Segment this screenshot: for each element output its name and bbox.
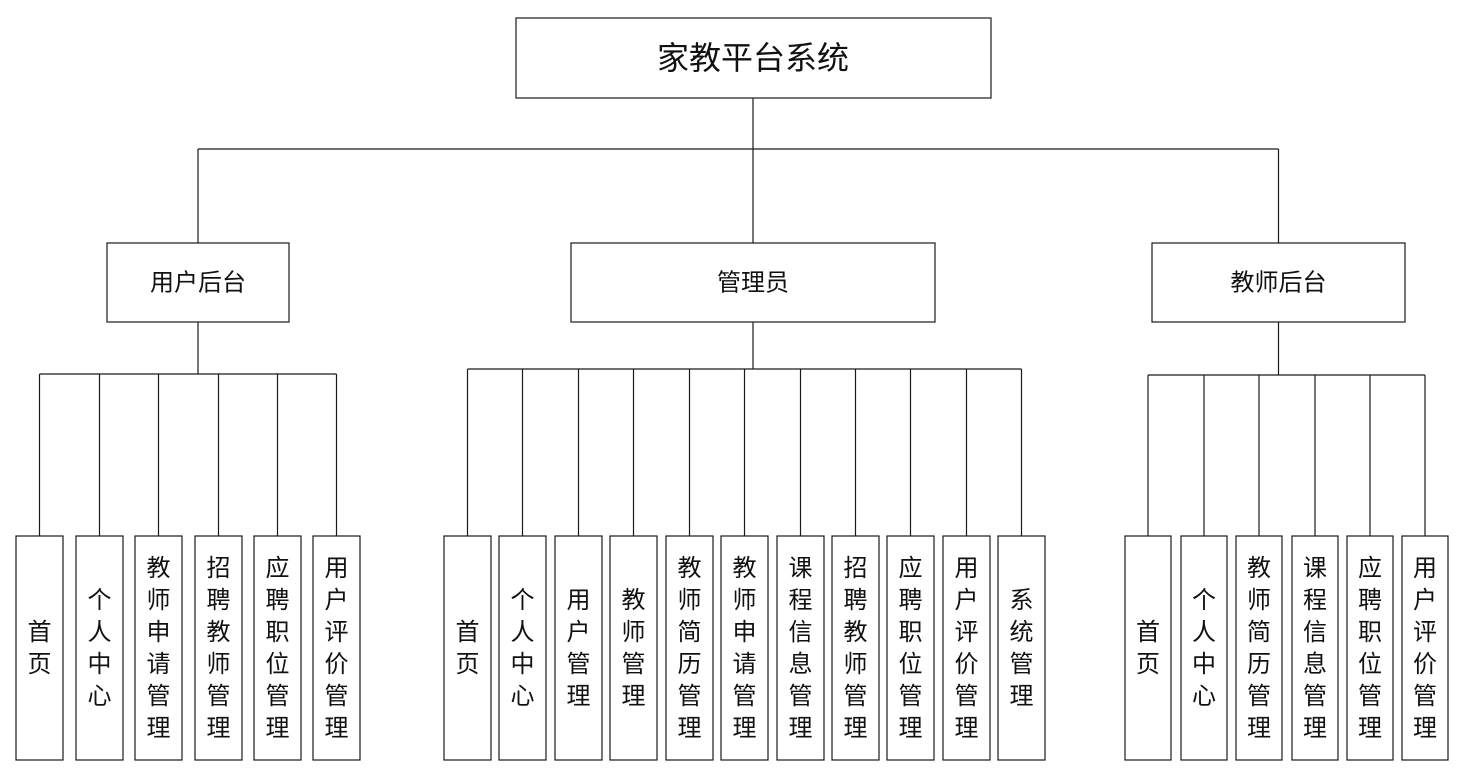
leaf-node-box	[997, 535, 1046, 761]
group-node: 用户后台	[106, 242, 290, 323]
leaf-node-label: 应聘职位管理	[899, 554, 923, 742]
root-node: 家教平台系统	[515, 17, 992, 99]
leaf-node-box	[831, 535, 880, 761]
leaf-node: 课程信息管理	[776, 535, 825, 761]
leaf-node-box	[194, 535, 243, 761]
group-node: 教师后台	[1151, 242, 1406, 323]
leaf-node: 个人中心	[75, 535, 124, 761]
leaf-node-box	[942, 535, 991, 761]
root-node-box	[515, 17, 992, 99]
leaf-node-label: 用户管理	[567, 586, 591, 710]
group-node-label: 教师后台	[1231, 269, 1327, 297]
leaf-node-label: 应聘职位管理	[266, 554, 290, 742]
leaf-node-label: 教师简历管理	[1247, 554, 1271, 742]
leaf-node-label: 应聘职位管理	[1358, 554, 1382, 742]
leaf-node: 系统管理	[997, 535, 1046, 761]
leaf-node-box	[554, 535, 603, 761]
group-node-box	[1151, 242, 1406, 323]
leaf-node: 首页	[443, 535, 492, 761]
leaf-node-box	[443, 535, 492, 761]
leaf-node-box	[1401, 535, 1449, 761]
leaf-node-label: 用户评价管理	[325, 554, 349, 742]
connector-lines	[38, 98, 1426, 536]
leaf-node: 首页	[1124, 535, 1172, 761]
leaf-node: 个人中心	[498, 535, 547, 761]
leaf-node-label: 招聘教师管理	[844, 554, 868, 742]
leaf-node-label: 用户评价管理	[1413, 554, 1437, 742]
leaf-node-label: 系统管理	[1010, 586, 1034, 710]
leaf-node-box	[1124, 535, 1172, 761]
leaf-node-box	[75, 535, 124, 761]
leaf-node: 招聘教师管理	[194, 535, 243, 761]
leaf-node-box	[1235, 535, 1283, 761]
leaf-node: 首页	[15, 535, 64, 761]
group-node-box	[106, 242, 290, 323]
leaf-node-label: 课程信息管理	[789, 554, 813, 742]
leaf-node-label: 个人中心	[1192, 586, 1216, 710]
leaf-nodes: 首页 个人中心 教师申请管理 招聘教师管理 应聘职位管理 用户评价管理 首页 个人中心 用户管理…	[15, 535, 1449, 761]
leaf-node: 应聘职位管理	[253, 535, 302, 761]
leaf-node-label: 招聘教师管理	[207, 554, 231, 742]
group-node-label: 管理员	[717, 269, 789, 297]
leaf-node-box	[886, 535, 935, 761]
leaf-node-label: 首页	[456, 618, 480, 678]
root-node-label: 家教平台系统	[657, 39, 849, 77]
leaf-node-box	[1346, 535, 1394, 761]
leaf-node: 教师简历管理	[1235, 535, 1283, 761]
leaf-node-box	[134, 535, 183, 761]
leaf-node: 个人中心	[1180, 535, 1228, 761]
leaf-node: 招聘教师管理	[831, 535, 880, 761]
leaf-node-box	[312, 535, 361, 761]
leaf-node: 应聘职位管理	[886, 535, 935, 761]
leaf-node: 课程信息管理	[1291, 535, 1339, 761]
leaf-node: 用户评价管理	[312, 535, 361, 761]
leaf-node: 用户评价管理	[942, 535, 991, 761]
leaf-node-box	[498, 535, 547, 761]
leaf-node: 教师管理	[609, 535, 658, 761]
leaf-node: 教师简历管理	[665, 535, 714, 761]
group-node: 管理员	[570, 242, 936, 323]
leaf-node: 应聘职位管理	[1346, 535, 1394, 761]
leaf-node-box	[1180, 535, 1228, 761]
leaf-node-box	[253, 535, 302, 761]
leaf-node-box	[665, 535, 714, 761]
leaf-node-label: 个人中心	[511, 586, 535, 710]
leaf-node: 教师申请管理	[134, 535, 183, 761]
leaf-node: 用户评价管理	[1401, 535, 1449, 761]
leaf-node-label: 教师申请管理	[147, 554, 171, 742]
leaf-node-box	[720, 535, 769, 761]
leaf-node-label: 个人中心	[88, 586, 112, 710]
leaf-node-label: 教师简历管理	[678, 554, 702, 742]
leaf-node-box	[1291, 535, 1339, 761]
leaf-node-box	[609, 535, 658, 761]
group-nodes: 用户后台 管理员 教师后台	[106, 242, 1406, 323]
leaf-node-box	[15, 535, 64, 761]
leaf-node-label: 教师申请管理	[733, 554, 757, 742]
group-node-box	[570, 242, 936, 323]
leaf-node: 教师申请管理	[720, 535, 769, 761]
leaf-node: 用户管理	[554, 535, 603, 761]
leaf-node-label: 首页	[1136, 618, 1160, 678]
leaf-node-label: 教师管理	[622, 586, 646, 710]
leaf-node-label: 用户评价管理	[955, 554, 979, 742]
leaf-node-label: 课程信息管理	[1303, 554, 1327, 742]
group-node-label: 用户后台	[150, 269, 246, 297]
leaf-node-label: 首页	[28, 618, 52, 678]
leaf-node-box	[776, 535, 825, 761]
